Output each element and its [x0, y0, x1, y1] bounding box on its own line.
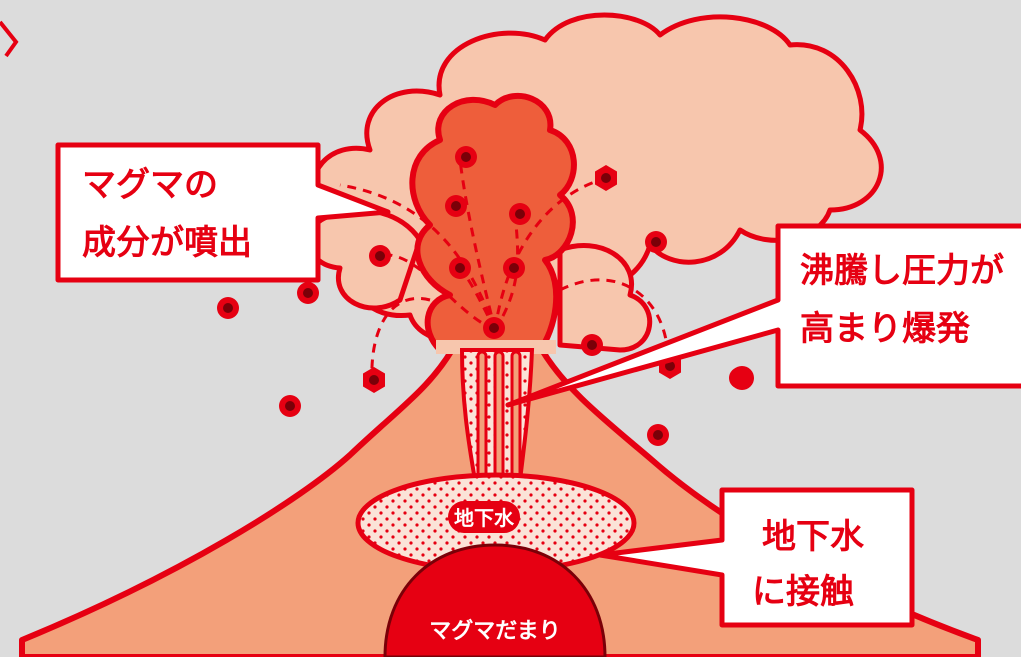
bomb-solid: [730, 366, 754, 390]
conduit-channels: [476, 350, 522, 482]
groundwater-label-text: 地下水: [454, 506, 515, 530]
magma-chamber: [383, 543, 607, 657]
callout-magma-ejecta-line2: 成分が噴出: [82, 223, 252, 263]
callout-groundwater-line1: 地下水: [762, 517, 865, 557]
callout-boiling-line1: 沸騰し圧力が: [800, 251, 1004, 291]
eruption-column: [409, 93, 577, 353]
groundwater-label: 地下水: [448, 501, 520, 533]
callout-magma-ejecta: マグマの 成分が噴出: [55, 142, 391, 283]
magma-chamber-label: マグマだまり: [429, 618, 561, 644]
ash-cloud-right-puff: [557, 243, 653, 353]
callout-groundwater: 地下水 に接触: [597, 487, 915, 628]
callout-magma-ejecta-line1: マグマの: [82, 165, 218, 205]
callout-boiling-line2: 高まり爆発: [800, 309, 971, 349]
corner-mark: [0, 20, 19, 58]
callout-boiling: 沸騰し圧力が 高まり爆発: [505, 223, 1021, 408]
callout-groundwater-line2: に接触: [752, 572, 854, 612]
